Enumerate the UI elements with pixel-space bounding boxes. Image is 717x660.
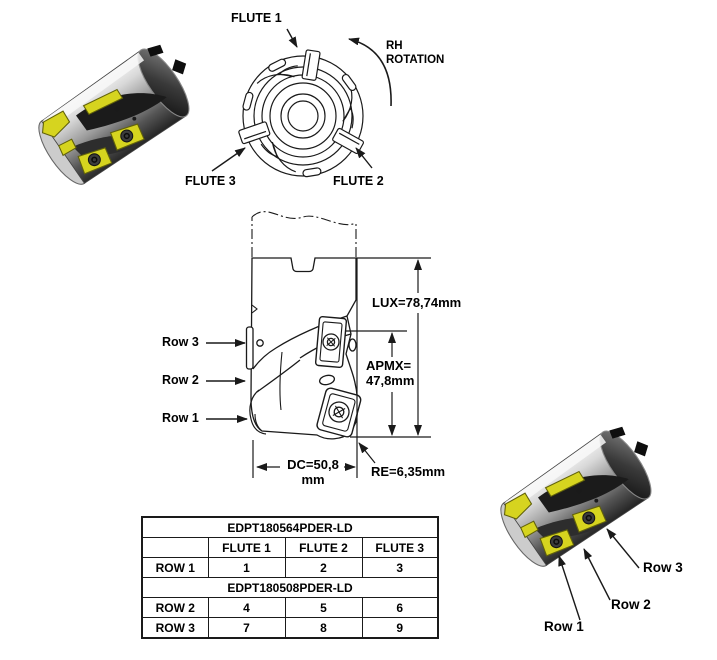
row3-label-cell: ROW 3 xyxy=(141,617,209,639)
shank-phantom-lines xyxy=(251,211,357,257)
table-row: EDPT180508PDER-LD xyxy=(141,577,439,598)
row2-arrow-iso xyxy=(583,548,611,601)
row2-label-cell: ROW 2 xyxy=(141,597,209,618)
row3-flute2-cell: 8 xyxy=(284,617,363,639)
side-row3-label: Row 3 xyxy=(162,335,199,349)
lower-insert xyxy=(316,387,362,438)
table-row: ROW 2 4 5 6 xyxy=(141,597,439,618)
flute3-arrow xyxy=(211,147,246,172)
row1-flute1-cell: 1 xyxy=(207,557,286,578)
row1-flute2-cell: 2 xyxy=(284,557,363,578)
iso-row3-label: Row 3 xyxy=(643,560,683,575)
insert-assignment-table: EDPT180564PDER-LD FLUTE 1 FLUTE 2 FLUTE … xyxy=(141,516,440,639)
row2-flute3-cell: 6 xyxy=(361,597,439,618)
re-leader-arrow xyxy=(358,442,376,464)
flute3-header-cell: FLUTE 3 xyxy=(361,537,439,558)
dimension-lines xyxy=(252,257,431,478)
flute2-label: FLUTE 2 xyxy=(333,174,384,188)
row3-arrow-iso xyxy=(606,528,640,569)
cutter-3d-render-bottom-right xyxy=(491,423,661,574)
empty-header-cell xyxy=(141,537,209,558)
row2-flute2-cell: 5 xyxy=(284,597,363,618)
cutter-3d-render-top-left xyxy=(29,41,199,192)
side-view-drawing xyxy=(245,211,362,440)
apmx-line2: 47,8mm xyxy=(366,373,415,388)
iso-row1-label: Row 1 xyxy=(544,619,584,634)
table-row: ROW 1 1 2 3 xyxy=(141,557,439,578)
row2-flute1-cell: 4 xyxy=(207,597,286,618)
table-row: FLUTE 1 FLUTE 2 FLUTE 3 xyxy=(141,537,439,558)
row3-flute1-cell: 7 xyxy=(207,617,286,639)
flute1-header-cell: FLUTE 1 xyxy=(207,537,286,558)
row1-label-cell: ROW 1 xyxy=(141,557,209,578)
flute2-header-cell: FLUTE 2 xyxy=(284,537,363,558)
top-view-drawing xyxy=(236,47,383,188)
table-row: ROW 3 7 8 9 xyxy=(141,617,439,639)
rotation-direction-arrow xyxy=(348,37,392,107)
part-number-2-cell: EDPT180508PDER-LD xyxy=(141,577,439,598)
top-view-arrows xyxy=(211,28,392,172)
dc-line1: DC=50,8 xyxy=(287,457,339,472)
part-number-1-cell: EDPT180564PDER-LD xyxy=(141,516,439,538)
flute1-label: FLUTE 1 xyxy=(231,11,282,25)
rh-rotation-label: RH ROTATION xyxy=(386,40,444,67)
iso-view-row-arrows xyxy=(558,528,640,621)
re-dimension-label: RE=6,35mm xyxy=(371,464,446,479)
flute3-label: FLUTE 3 xyxy=(185,174,236,188)
row3-flute3-cell: 9 xyxy=(361,617,439,639)
apmx-line1: APMX= xyxy=(366,358,412,373)
iso-row2-label: Row 2 xyxy=(611,597,651,612)
rh-line1: RH xyxy=(386,40,403,52)
side-view-row-arrows xyxy=(206,339,248,423)
lux-dimension-label: LUX=78,74mm xyxy=(372,295,462,310)
dc-dimension-label: DC=50,8 mm xyxy=(281,457,345,487)
flute1-arrow xyxy=(286,28,298,48)
side-row1-label: Row 1 xyxy=(162,411,199,425)
row1-flute3-cell: 3 xyxy=(361,557,439,578)
upper-insert xyxy=(314,315,348,369)
rh-line2: ROTATION xyxy=(386,53,445,66)
table-row: EDPT180564PDER-LD xyxy=(141,516,439,538)
dc-line2: mm xyxy=(301,471,325,487)
apmx-dimension-label: APMX= 47,8mm xyxy=(366,358,414,388)
flute2-arrow xyxy=(355,147,373,169)
side-row2-label: Row 2 xyxy=(162,373,199,387)
row1-arrow-iso xyxy=(558,555,581,621)
